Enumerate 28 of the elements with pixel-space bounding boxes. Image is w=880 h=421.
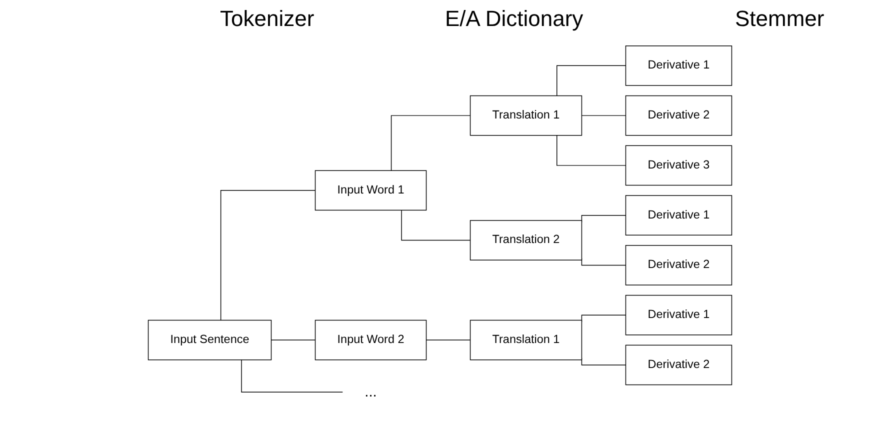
node-box: Derivative 1 [625, 195, 732, 236]
connector [556, 65, 626, 96]
connector [581, 358, 626, 366]
connector [241, 359, 344, 392]
connector [581, 314, 626, 323]
node-text: ... [364, 384, 377, 400]
node-box: Input Word 2 [314, 320, 427, 360]
column-heading: E/A Dictionary [445, 6, 584, 32]
node-box: Derivative 1 [625, 46, 732, 86]
column-heading: Stemmer [735, 6, 824, 32]
connector [401, 210, 471, 241]
node-box: Derivative 3 [625, 145, 732, 186]
connector [581, 214, 626, 223]
connector [556, 135, 626, 166]
node-box: Derivative 2 [625, 344, 732, 386]
node-box: Input Sentence [148, 320, 272, 360]
node-box: Input Word 1 [314, 170, 427, 211]
connector [581, 258, 626, 266]
connector [390, 115, 471, 171]
node-box: Derivative 2 [625, 95, 732, 136]
connector [220, 190, 316, 321]
node-box: Translation 1 [470, 320, 582, 360]
node-box: Derivative 1 [625, 294, 732, 336]
connector [581, 115, 626, 116]
column-heading: Tokenizer [220, 6, 314, 32]
node-box: Translation 2 [470, 220, 582, 260]
node-box: Translation 1 [470, 95, 582, 136]
node-box: Derivative 2 [625, 245, 732, 286]
